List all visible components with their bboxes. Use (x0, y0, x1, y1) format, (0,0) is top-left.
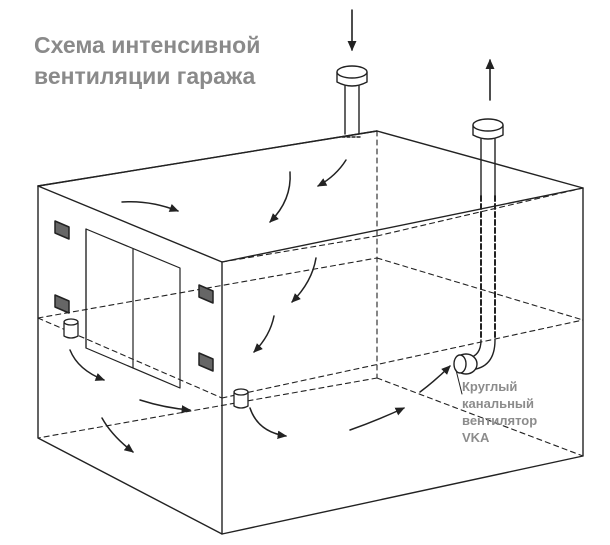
floor-air-intake (63, 318, 249, 409)
fan-label-leader (455, 369, 463, 395)
garage-door (85, 228, 181, 389)
roof-face (37, 130, 584, 263)
title-line-1: Схема интенсивной (34, 32, 261, 58)
round-duct-fan (453, 353, 478, 375)
diagram-title: Схема интенсивной вентиляции гаража (34, 30, 324, 92)
fan-label-line-2: канальный (462, 396, 535, 411)
side-wall-outline (221, 187, 584, 535)
supply-duct (336, 65, 368, 138)
fan-label: Круглый канальный вентилятор VKA (462, 378, 592, 446)
fan-label-line-1: Круглый (462, 379, 518, 394)
exhaust-duct (467, 118, 504, 371)
garage-box (37, 130, 584, 535)
roof-back-edge (37, 130, 378, 187)
fan-label-line-4: VKA (462, 430, 490, 445)
airflow-arrows (69, 159, 451, 453)
air-vent-grille (54, 220, 214, 372)
fan-label-line-3: вентилятор (462, 413, 538, 428)
title-line-2: вентиляции гаража (34, 63, 256, 89)
